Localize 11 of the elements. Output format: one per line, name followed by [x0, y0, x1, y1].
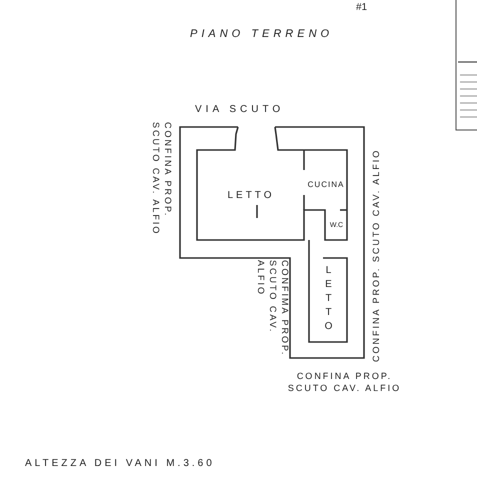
boundary-note: CONFINA PROP. SCUTO CAV. ALFIO [370, 148, 382, 362]
boundary-note: CONFINA PROP. SCUTO CAV. ALFIO [286, 370, 402, 394]
room-label: LETTO [323, 265, 334, 335]
room-label: LETTO [227, 190, 275, 200]
street-name: VIA SCUTO [195, 104, 284, 116]
room-label: CUCINA [308, 180, 344, 188]
page-number: #1 [356, 2, 368, 14]
boundary-note: CONFINA PROP. SCUTO CAV. ALFIO [150, 122, 174, 238]
plan-title: PIANO TERRENO [190, 28, 334, 40]
room-height-note: ALTEZZA DEI VANI M.3.60 [25, 458, 215, 470]
boundary-note: CONFIMA PROP. SCUTO CAV. ALFIO [255, 260, 291, 358]
